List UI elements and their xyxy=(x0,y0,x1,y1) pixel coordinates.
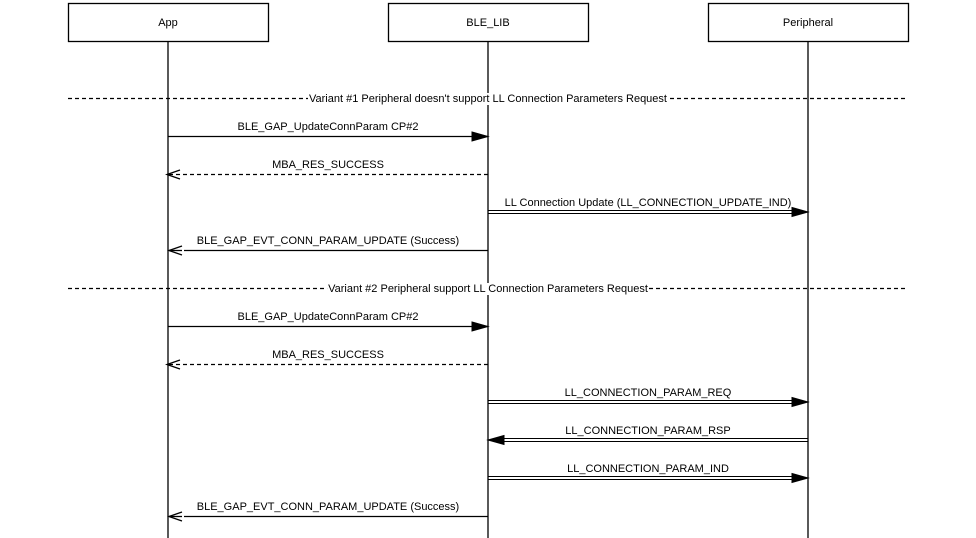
arrowhead-filled xyxy=(471,321,490,332)
message-label: LL Connection Update (LL_CONNECTION_UPDA… xyxy=(505,197,792,209)
actor-peripheral: Peripheral xyxy=(707,2,910,43)
variant-divider: Variant #1 Peripheral doesn't support LL… xyxy=(68,93,908,105)
message-arrow: BLE_GAP_EVT_CONN_PARAM_UPDATE (Success) xyxy=(167,501,488,522)
message-arrow: MBA_RES_SUCCESS xyxy=(165,349,488,370)
arrowhead-filled xyxy=(791,472,810,484)
actor-label: App xyxy=(158,17,178,29)
actor-label: Peripheral xyxy=(783,17,833,29)
actor-lib: BLE_LIB xyxy=(387,2,590,43)
message-label: LL_CONNECTION_PARAM_RSP xyxy=(565,425,730,437)
message-arrow: LL_CONNECTION_PARAM_REQ xyxy=(488,387,810,408)
message-label: LL_CONNECTION_PARAM_IND xyxy=(567,463,729,475)
message-label: MBA_RES_SUCCESS xyxy=(272,159,384,171)
actor-box xyxy=(67,2,270,43)
message-label: BLE_GAP_EVT_CONN_PARAM_UPDATE (Success) xyxy=(197,235,459,247)
message-arrow: LL_CONNECTION_PARAM_IND xyxy=(488,463,810,484)
variant-label: Variant #2 Peripheral support LL Connect… xyxy=(328,283,648,295)
variant-divider: Variant #2 Peripheral support LL Connect… xyxy=(68,283,908,295)
variant-label-bg xyxy=(308,93,668,105)
message-arrow: BLE_GAP_EVT_CONN_PARAM_UPDATE (Success) xyxy=(167,235,488,256)
message-label: LL_CONNECTION_PARAM_REQ xyxy=(565,387,732,399)
variant-label: Variant #1 Peripheral doesn't support LL… xyxy=(309,93,667,105)
message-arrow: MBA_RES_SUCCESS xyxy=(165,159,488,180)
message-arrow: BLE_GAP_UpdateConnParam CP#2 xyxy=(168,311,490,332)
message-label: BLE_GAP_UpdateConnParam CP#2 xyxy=(238,311,419,323)
message-label: BLE_GAP_EVT_CONN_PARAM_UPDATE (Success) xyxy=(197,501,459,513)
message-arrow: LL Connection Update (LL_CONNECTION_UPDA… xyxy=(488,197,810,218)
arrowhead-filled xyxy=(471,131,490,142)
arrowhead-open xyxy=(165,169,181,180)
message-arrow: BLE_GAP_UpdateConnParam CP#2 xyxy=(168,121,490,142)
actor-box xyxy=(387,2,590,43)
actor-app: App xyxy=(67,2,270,43)
variant-label-bg xyxy=(327,283,649,295)
actors: App BLE_LIB Peripheral xyxy=(67,2,910,43)
actor-box xyxy=(707,2,910,43)
message-arrow: LL_CONNECTION_PARAM_RSP xyxy=(486,425,808,446)
arrowhead-filled xyxy=(486,434,505,446)
message-label: BLE_GAP_UpdateConnParam CP#2 xyxy=(238,121,419,133)
messages: BLE_GAP_UpdateConnParam CP#2MBA_RES_SUCC… xyxy=(165,121,810,522)
variant-dividers: Variant #1 Peripheral doesn't support LL… xyxy=(68,93,908,295)
actor-label: BLE_LIB xyxy=(466,17,509,29)
message-label: MBA_RES_SUCCESS xyxy=(272,349,384,361)
arrowhead-filled xyxy=(791,206,810,218)
arrowhead-filled xyxy=(791,396,810,408)
arrowhead-open xyxy=(165,359,181,370)
